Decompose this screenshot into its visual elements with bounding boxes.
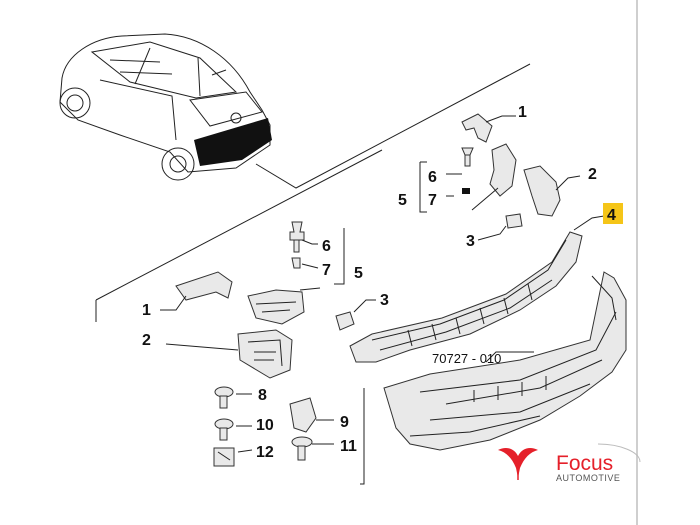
callout-4-highlight [603,203,623,224]
callout-3-left: 3 [380,292,389,309]
right-bracket-group [419,113,581,241]
callout-5-right: 5 [398,192,407,209]
logo-subtitle: AUTOMOTIVE [556,473,620,483]
callout-10: 10 [256,417,274,434]
callout-1-left: 1 [142,302,151,319]
diagram-frame [95,63,531,485]
page-edge-divider [636,0,638,525]
callout-6-right: 6 [428,169,437,186]
callout-2-left: 2 [142,332,151,349]
callout-7-right: 7 [428,192,437,209]
callout-12: 12 [256,444,274,461]
callout-1-right: 1 [518,104,527,121]
bumper-reinforcement [349,215,605,363]
logo-name: Focus [556,452,613,475]
callout-3-right: 3 [466,233,475,250]
callout-9: 9 [340,414,349,431]
callout-4: 4 [607,207,616,224]
callout-11: 11 [340,438,357,455]
focus-automotive-logo: Focus AUTOMOTIVE [498,443,641,483]
callout-2-right: 2 [588,166,597,183]
callout-7-left: 7 [322,262,331,279]
logo-emblem-icon [498,448,538,480]
part-code-label: 70727 - 010 [432,351,501,366]
callout-6-left: 6 [322,238,331,255]
left-bracket-group [160,221,376,379]
logo-swoosh [597,443,641,463]
fasteners [213,386,334,467]
car-illustration [59,33,272,181]
callout-5-left: 5 [354,265,363,282]
bumper-cover [383,271,627,451]
callout-8: 8 [258,387,267,404]
callout-labels: 1 2 3 4 5 6 7 1 2 3 5 6 7 8 9 10 11 12 7… [142,104,623,461]
